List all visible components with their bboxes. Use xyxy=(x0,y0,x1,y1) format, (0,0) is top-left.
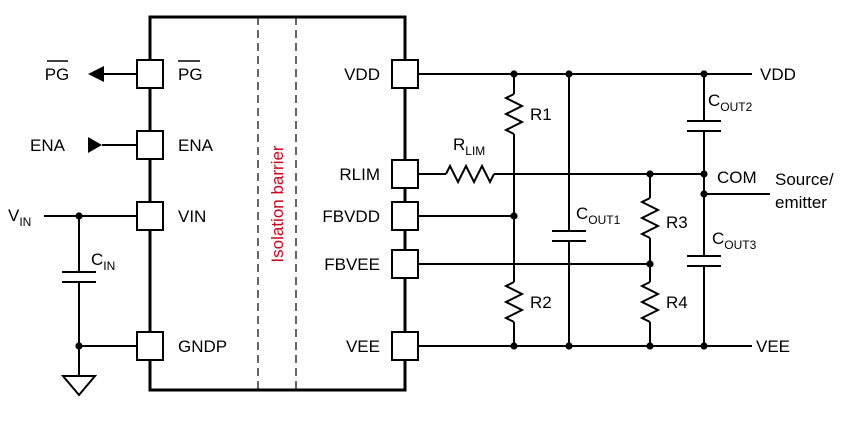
r3-resistor xyxy=(639,197,661,239)
r1-label: R1 xyxy=(530,105,552,124)
pin-rlim xyxy=(391,159,419,189)
r2-resistor xyxy=(503,281,525,323)
pin-ena-label: ENA xyxy=(178,136,214,155)
pin-gndp xyxy=(136,331,164,361)
pin-fbvdd-label: FBVDD xyxy=(322,207,380,226)
pin-ena xyxy=(136,130,164,160)
ena-arrow-icon xyxy=(88,137,102,153)
vee-rail-label: VEE xyxy=(756,337,790,356)
junction-vee-r2 xyxy=(510,342,518,350)
junction-vdd-r1 xyxy=(510,70,518,78)
pin-fbvee-label: FBVEE xyxy=(324,255,380,274)
cout1-label: COUT1 xyxy=(576,204,621,227)
cout3-label: COUT3 xyxy=(712,229,757,252)
junction-fbvee xyxy=(646,260,654,268)
junction-vee-cout1 xyxy=(565,342,573,350)
rlim-resistor xyxy=(445,163,495,185)
junction-vee-cout3 xyxy=(700,342,708,350)
junction-source xyxy=(700,190,708,198)
r4-resistor xyxy=(639,281,661,323)
r3-label: R3 xyxy=(666,213,688,232)
pin-vin xyxy=(136,201,164,231)
pin-pg-label: PG xyxy=(178,65,203,84)
vdd-rail-label: VDD xyxy=(760,65,796,84)
pg-arrow-icon xyxy=(88,66,104,82)
pin-fbvee xyxy=(391,249,419,279)
rlim-label: RLIM xyxy=(453,135,485,158)
junction-vdd-cout1 xyxy=(565,70,573,78)
pin-vin-label: VIN xyxy=(178,207,206,226)
ground-icon xyxy=(60,375,98,397)
r4-label: R4 xyxy=(666,293,688,312)
ena-input-label: ENA xyxy=(30,136,66,155)
gndp-junction xyxy=(75,342,83,350)
pin-pg xyxy=(136,59,164,89)
source-label: Source/ xyxy=(775,170,834,189)
pin-gndp-label: GNDP xyxy=(178,337,227,356)
vin-label: VIN xyxy=(8,206,31,229)
junction-fbvdd xyxy=(510,212,518,220)
isolation-barrier-label: Isolation barrier xyxy=(268,145,287,263)
r2-label: R2 xyxy=(530,293,552,312)
pin-rlim-label: RLIM xyxy=(339,165,380,184)
junction-com-r3 xyxy=(646,170,654,178)
junction-vdd-cout2 xyxy=(700,70,708,78)
cin-label: CIN xyxy=(91,250,115,273)
pin-vdd-label: VDD xyxy=(344,65,380,84)
pin-vee xyxy=(391,331,419,361)
junction-com xyxy=(700,170,708,178)
cout2-label: COUT2 xyxy=(708,91,753,114)
pin-vdd xyxy=(391,59,419,89)
pin-fbvdd xyxy=(391,201,419,231)
pg-output-label: PG xyxy=(45,65,70,84)
junction-vee-r4 xyxy=(646,342,654,350)
r1-resistor xyxy=(503,93,525,135)
emitter-label: emitter xyxy=(775,193,827,212)
com-label: COM xyxy=(717,168,757,187)
pin-vee-label: VEE xyxy=(346,337,380,356)
